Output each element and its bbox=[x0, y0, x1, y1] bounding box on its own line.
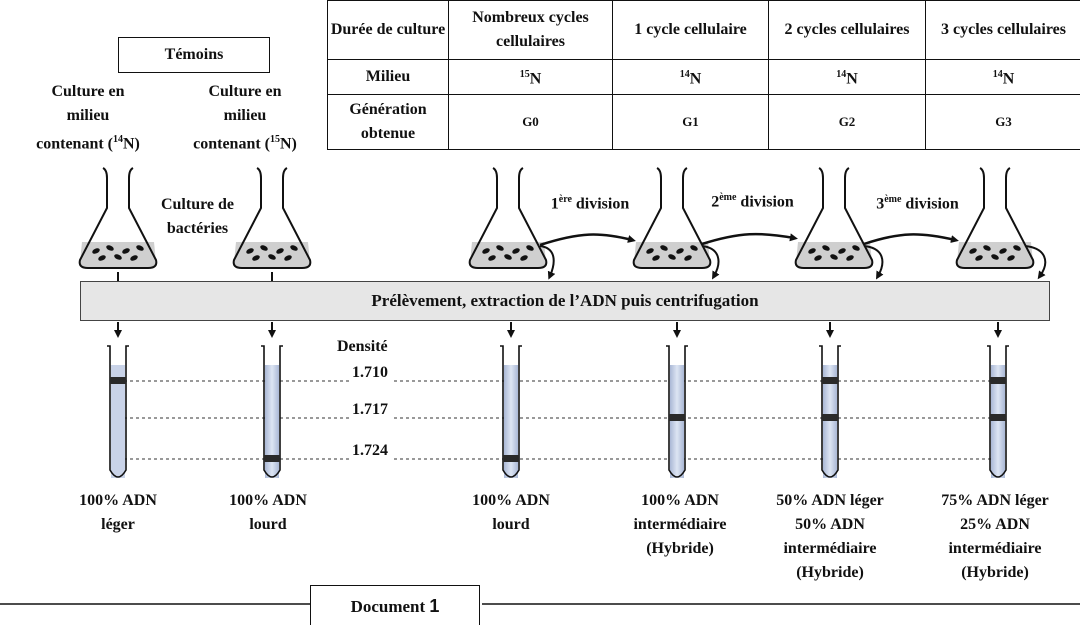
division-arrow-2 bbox=[702, 234, 794, 244]
dna-band bbox=[822, 414, 838, 421]
down-arrows bbox=[118, 322, 998, 334]
flasks-group bbox=[80, 168, 1034, 268]
flask-g1 bbox=[634, 168, 711, 268]
dna-band bbox=[669, 414, 685, 421]
flask-g0 bbox=[470, 168, 547, 268]
tube-control-15n bbox=[261, 346, 283, 478]
division-arrow-1 bbox=[540, 235, 632, 245]
flask-g3 bbox=[957, 168, 1034, 268]
tubes-group bbox=[107, 346, 1009, 478]
dna-band bbox=[990, 377, 1006, 384]
tube-g3 bbox=[987, 346, 1009, 478]
tube-control-14n bbox=[107, 346, 129, 478]
dna-band bbox=[264, 455, 280, 462]
tube-g1 bbox=[666, 346, 688, 478]
density-1710: 1.710 bbox=[349, 364, 391, 382]
control-connectors bbox=[118, 272, 272, 281]
tube-g2 bbox=[819, 346, 841, 478]
control-flask-14n bbox=[80, 168, 157, 268]
density-lines bbox=[118, 381, 1000, 459]
control-flask-15n bbox=[234, 168, 311, 268]
density-1717: 1.717 bbox=[349, 401, 391, 419]
division-arrows bbox=[540, 234, 955, 245]
document-label: Document 1 bbox=[310, 585, 480, 625]
density-title: Densité bbox=[337, 338, 388, 356]
tube-g0 bbox=[500, 346, 522, 478]
dna-band bbox=[990, 414, 1006, 421]
flask-g2 bbox=[796, 168, 873, 268]
division-arrow-3 bbox=[864, 234, 955, 244]
dna-band bbox=[822, 377, 838, 384]
dna-band bbox=[110, 377, 126, 384]
density-1724: 1.724 bbox=[349, 442, 391, 460]
dna-band bbox=[503, 455, 519, 462]
